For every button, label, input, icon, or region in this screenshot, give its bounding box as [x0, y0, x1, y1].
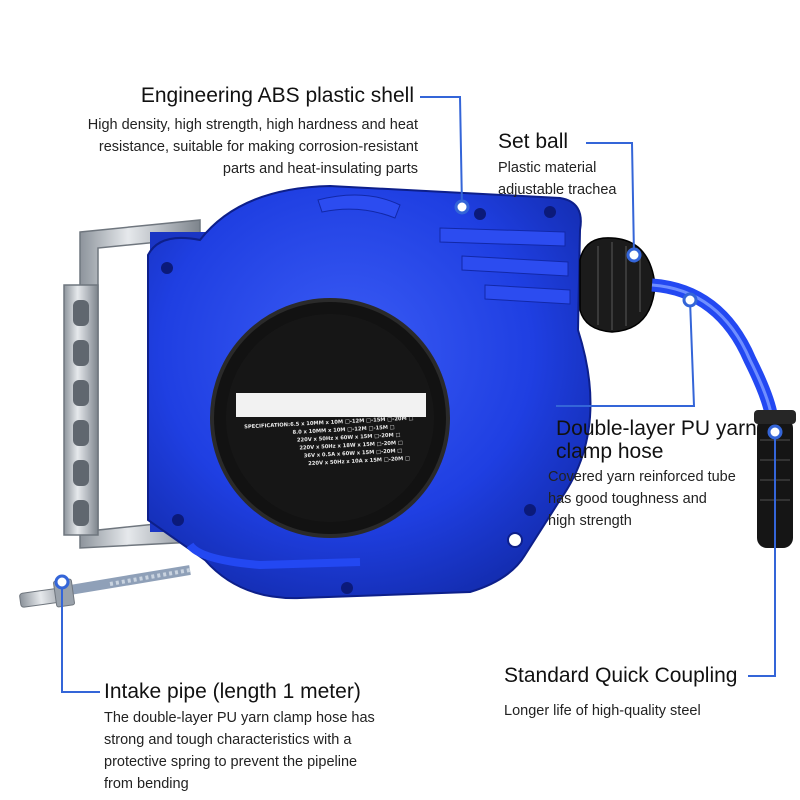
- pu-hose-line: Covered yarn reinforced tube: [548, 469, 736, 485]
- quick-coupling-description: Longer life of high-quality steel: [504, 700, 764, 722]
- set-ball-line: Plastic material: [498, 160, 597, 176]
- set-ball-line: adjustable trachea: [498, 182, 617, 198]
- quick-coupling-title: Standard Quick Coupling: [504, 664, 738, 687]
- pu-hose-line: has good toughness and: [548, 491, 707, 507]
- abs-shell-line: High density, high strength, high hardne…: [87, 117, 418, 133]
- set-ball: [579, 237, 656, 333]
- abs-shell-line: resistance, suitable for making corrosio…: [98, 139, 418, 155]
- set-ball-title: Set ball: [498, 130, 569, 153]
- pu-hose: [651, 278, 779, 421]
- set-ball-description: Plastic material adjustable trachea: [498, 157, 698, 201]
- pu-hose-title: Double-layer PU yarn clamp hose: [556, 417, 757, 463]
- intake-pipe-line: The double-layer PU yarn clamp hose has: [104, 710, 375, 726]
- abs-shell-title: Engineering ABS plastic shell: [140, 84, 414, 107]
- abs-shell-line: parts and heat-insulating parts: [222, 161, 418, 177]
- pu-hose-line: high strength: [548, 513, 632, 529]
- abs-shell-description: High density, high strength, high hardne…: [20, 114, 418, 180]
- intake-pipe-line: strong and tough characteristics with a: [104, 732, 352, 748]
- intake-pipe: [19, 542, 361, 608]
- intake-pipe-line: from bending: [104, 776, 189, 792]
- callout-leaders: [61, 96, 776, 693]
- quick-coupling-line: Longer life of high-quality steel: [504, 703, 701, 719]
- intake-pipe-description: The double-layer PU yarn clamp hose has …: [104, 707, 424, 795]
- pu-hose-description: Covered yarn reinforced tube has good to…: [548, 466, 768, 532]
- pu-hose-title-line: Double-layer PU yarn: [556, 417, 757, 440]
- callout-dots: [54, 199, 783, 590]
- intake-pipe-line: protective spring to prevent the pipelin…: [104, 754, 358, 770]
- pu-hose-title-line: clamp hose: [556, 440, 664, 463]
- reel-center-disc: [210, 298, 450, 538]
- intake-pipe-title: Intake pipe (length 1 meter): [104, 680, 361, 703]
